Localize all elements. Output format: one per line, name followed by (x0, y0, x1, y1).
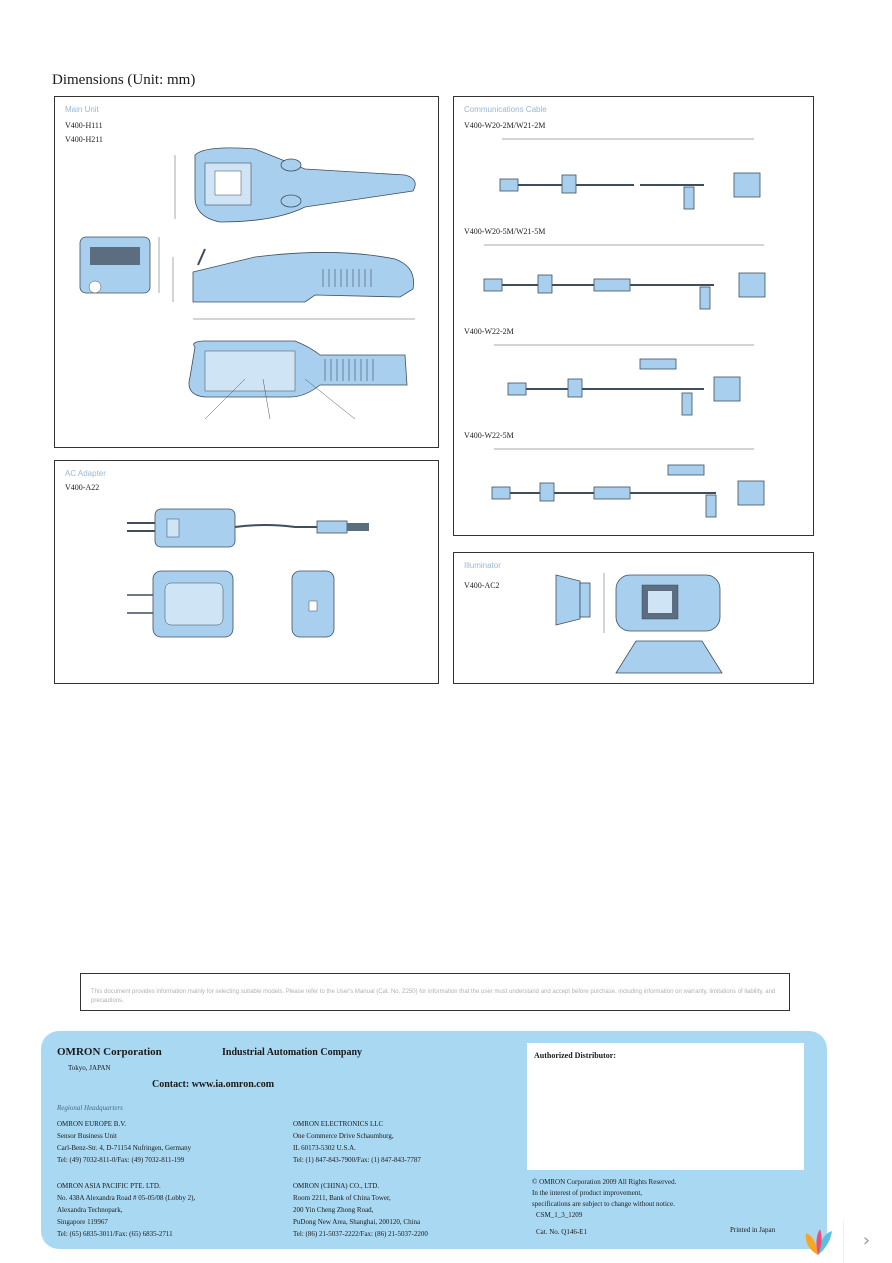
office-europe: OMRON EUROPE B.V. Sensor Business Unit C… (57, 1120, 192, 1164)
office-asia: OMRON ASIA PACIFIC PTE. LTD. No. 438A Al… (57, 1182, 196, 1238)
catalog-number: Cat. No. Q146-E1 (536, 1228, 587, 1236)
illuminator-title: Illuminator (464, 561, 501, 570)
office-china: OMRON (CHINA) CO., LTD. Room 2211, Bank … (293, 1182, 428, 1238)
legal-block: © OMRON Corporation 2009 All Rights Rese… (532, 1178, 677, 1219)
city: Tokyo, JAPAN (68, 1064, 111, 1072)
cable-model-1: V400-W20-2M/W21-2M (464, 121, 546, 130)
leaf-logo-icon (800, 1225, 836, 1259)
cable-model-4: V400-W22-5M (464, 431, 514, 440)
comm-cable-title: Communications Cable (464, 105, 547, 114)
office-usa: OMRON ELECTRONICS LLC One Commerce Drive… (293, 1120, 421, 1164)
chevron-right-icon[interactable]: › (843, 1221, 889, 1263)
ac-adapter-drawing (127, 508, 369, 638)
illuminator-panel: Illuminator V400-AC2 (453, 552, 814, 684)
comm-cable-drawing (483, 138, 766, 518)
company-name: OMRON Corporation (57, 1046, 162, 1058)
ac-adapter-model: V400-A22 (65, 483, 100, 492)
ac-adapter-title: AC Adapter (65, 469, 106, 478)
illuminator-model: V400-AC2 (464, 581, 500, 590)
main-unit-model-2: V400-H211 (65, 135, 103, 144)
distributor-label: Authorized Distributor: (534, 1051, 616, 1060)
contact[interactable]: Contact: www.ia.omron.com (152, 1079, 275, 1090)
cable-model-2: V400-W20-5M/W21-5M (464, 227, 546, 236)
main-unit-drawing (79, 147, 416, 420)
division-name: Industrial Automation Company (222, 1047, 363, 1058)
comm-cable-panel: Communications Cable V400-W20-2M/W21-2M … (453, 96, 814, 536)
printed-in: Printed in Japan (730, 1226, 776, 1234)
illuminator-drawing (555, 573, 723, 674)
main-unit-model-1: V400-H111 (65, 121, 103, 130)
distributor-box: Authorized Distributor: (527, 1043, 804, 1170)
regional-label: Regional Headquarters (57, 1104, 123, 1112)
page-title: Dimensions (Unit: mm) (52, 72, 196, 88)
main-unit-title: Main Unit (65, 105, 99, 114)
notice-box: This document provides information mainl… (80, 973, 790, 1011)
ac-adapter-panel: AC Adapter V400-A22 (54, 460, 439, 684)
cable-model-3: V400-W22-2M (464, 327, 514, 336)
main-unit-panel: Main Unit V400-H111 V400-H211 (54, 96, 439, 448)
